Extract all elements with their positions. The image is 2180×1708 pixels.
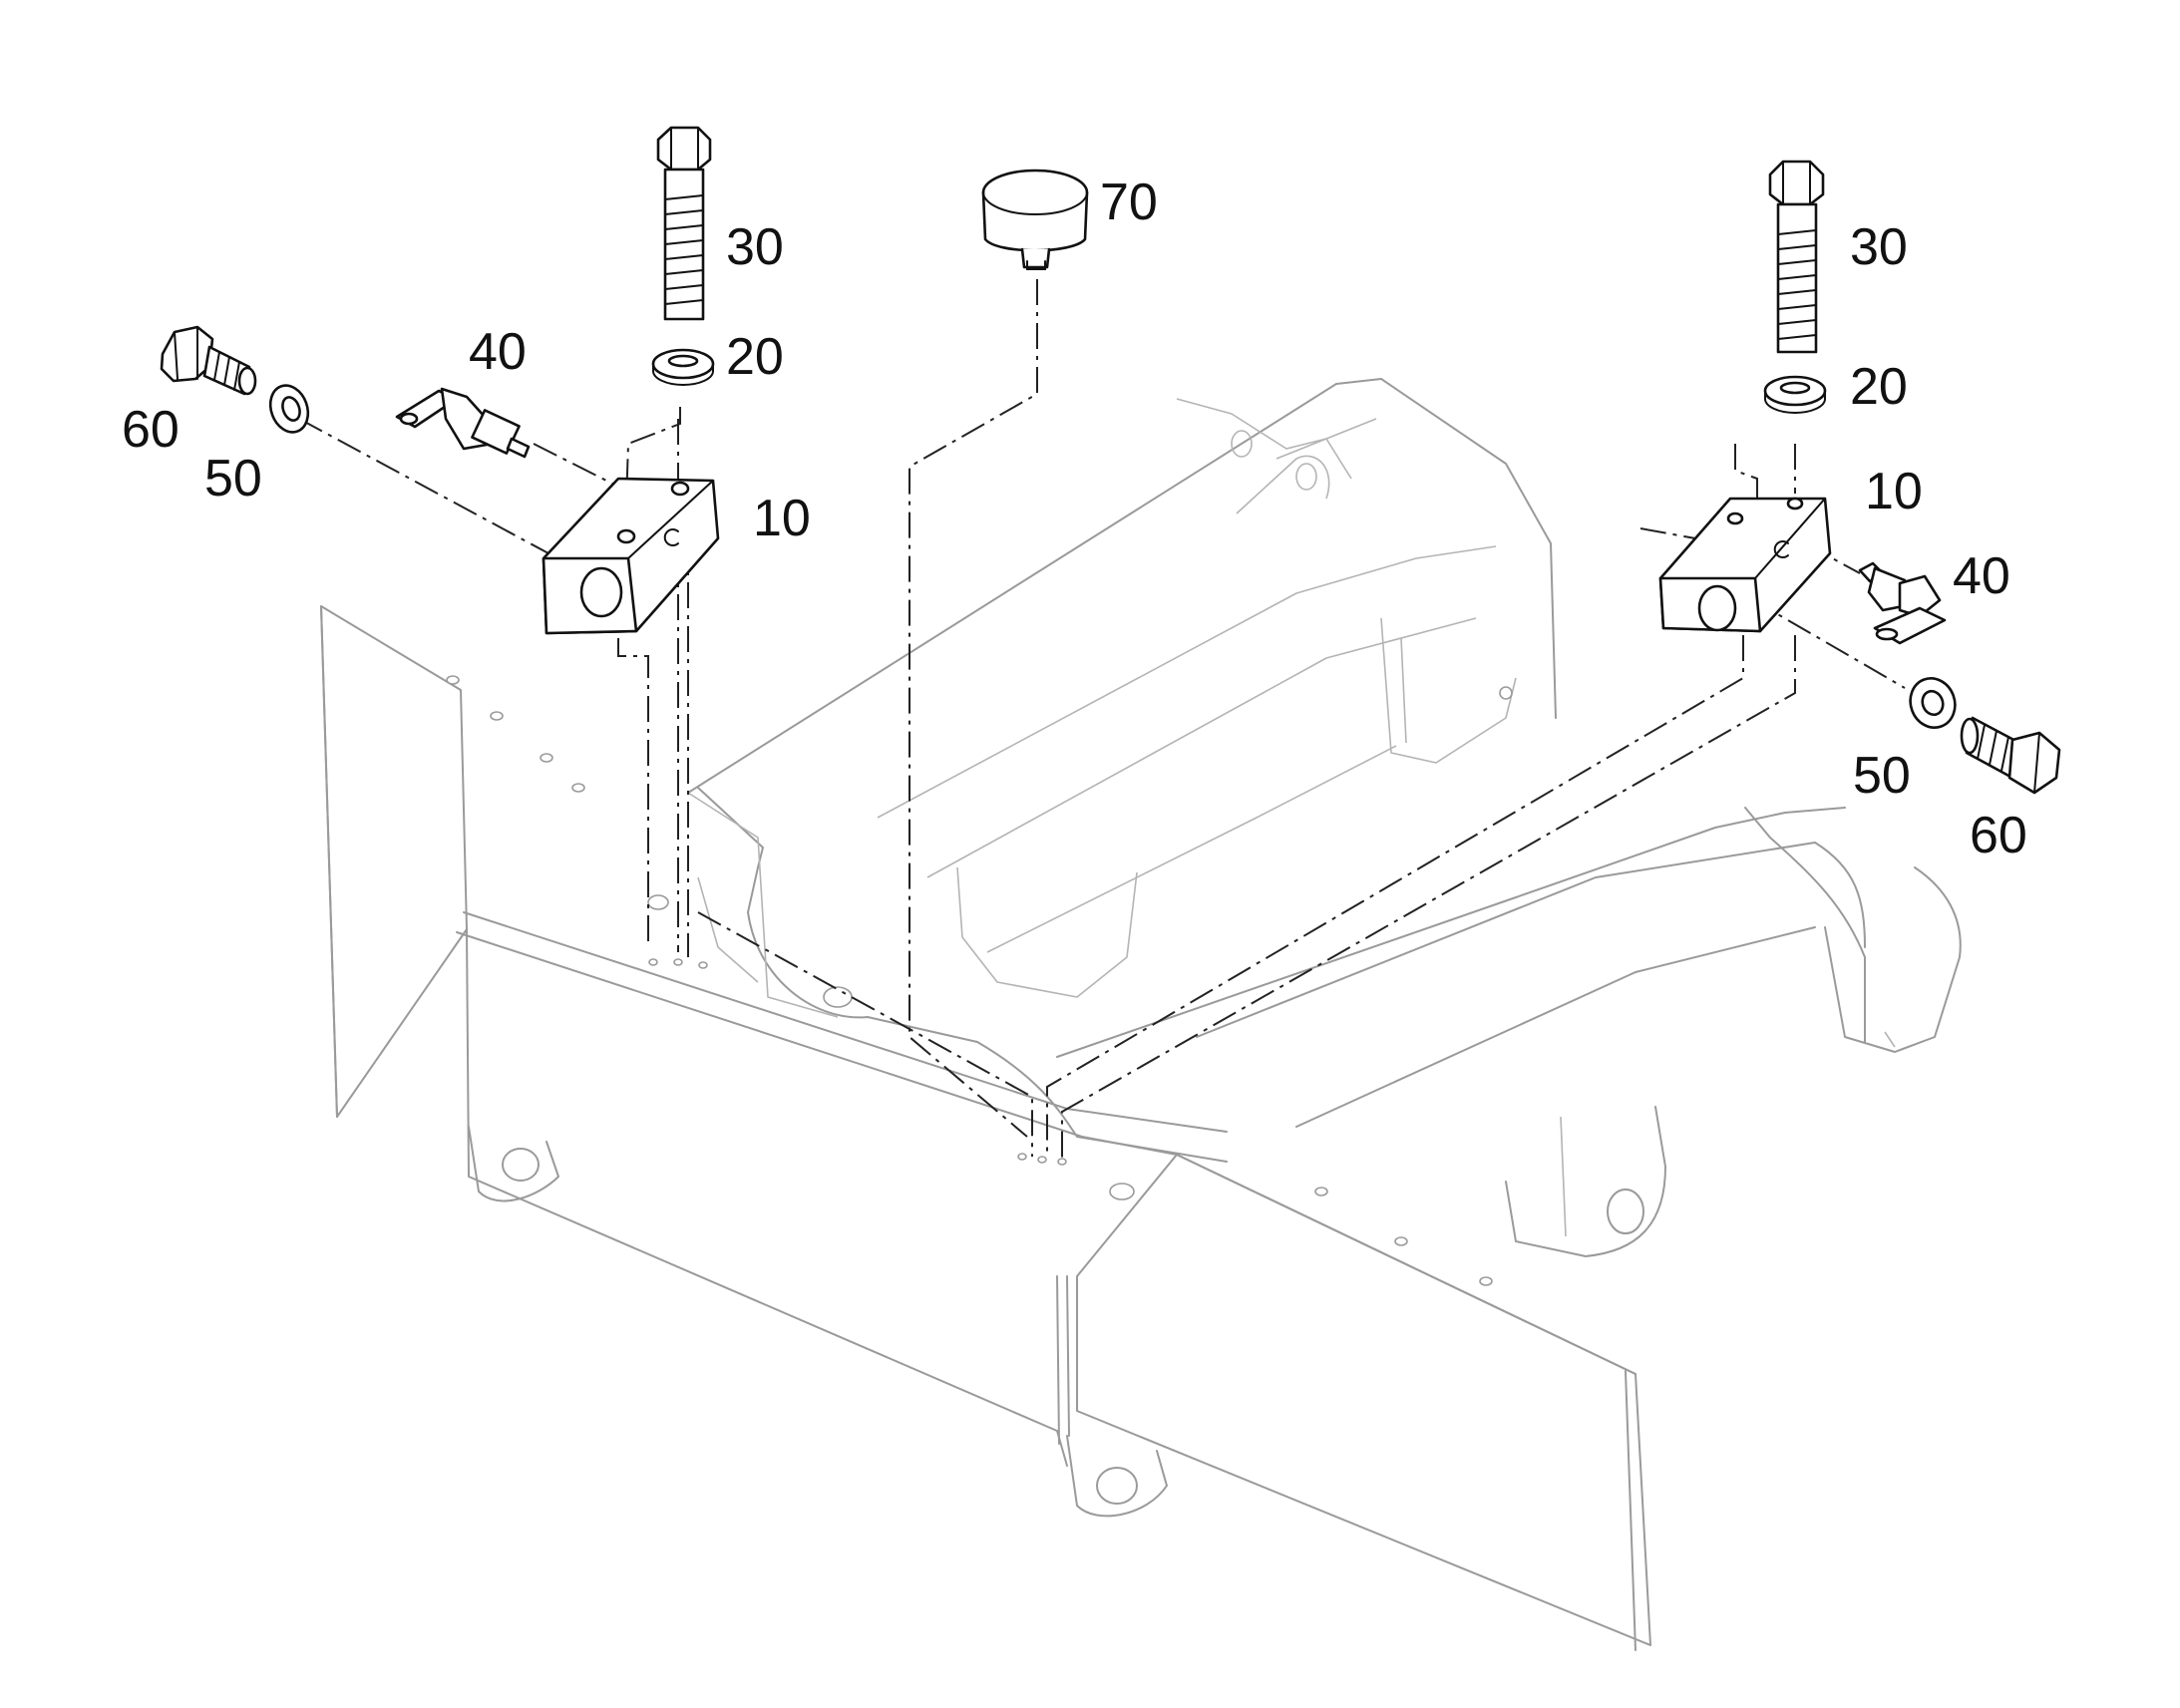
bolt-short-right — [1960, 716, 2061, 795]
chassis-frame — [320, 378, 1962, 1651]
callout-10-left: 10 — [753, 490, 811, 547]
callout-50-left: 50 — [204, 450, 262, 508]
lock-washer-right — [1909, 677, 1957, 729]
callout-20-right: 20 — [1850, 358, 1908, 416]
callout-30-right: 30 — [1850, 218, 1908, 276]
callout-60-right: 60 — [1970, 807, 2027, 864]
callout-labels: 60 50 40 30 20 10 70 30 20 10 40 50 60 — [122, 173, 2027, 864]
assembly-leader-lines — [298, 279, 1906, 1162]
mounting-bracket-right — [1658, 497, 1832, 633]
lock-washer-left — [268, 384, 310, 434]
callout-40-right: 40 — [1953, 547, 2010, 605]
callout-30-left: 30 — [726, 218, 784, 276]
callout-60-left: 60 — [122, 401, 180, 459]
callout-20-left: 20 — [726, 328, 784, 386]
sensor-left — [395, 387, 531, 459]
bolt-long-left — [656, 126, 712, 321]
mounting-bracket-left — [542, 477, 720, 635]
right-bracket-assembly — [1658, 160, 2061, 795]
rubber-stop — [981, 169, 1089, 270]
callout-70: 70 — [1100, 173, 1158, 231]
bolt-long-right — [1768, 160, 1825, 354]
washer-right — [1763, 375, 1827, 414]
bolt-short-left — [160, 325, 257, 396]
sensor-right — [1858, 561, 1947, 645]
callout-50-right: 50 — [1853, 747, 1911, 805]
left-bracket-assembly — [160, 126, 720, 635]
washer-left — [651, 348, 715, 386]
callout-10-right: 10 — [1865, 463, 1923, 520]
callout-40-left: 40 — [469, 323, 527, 381]
